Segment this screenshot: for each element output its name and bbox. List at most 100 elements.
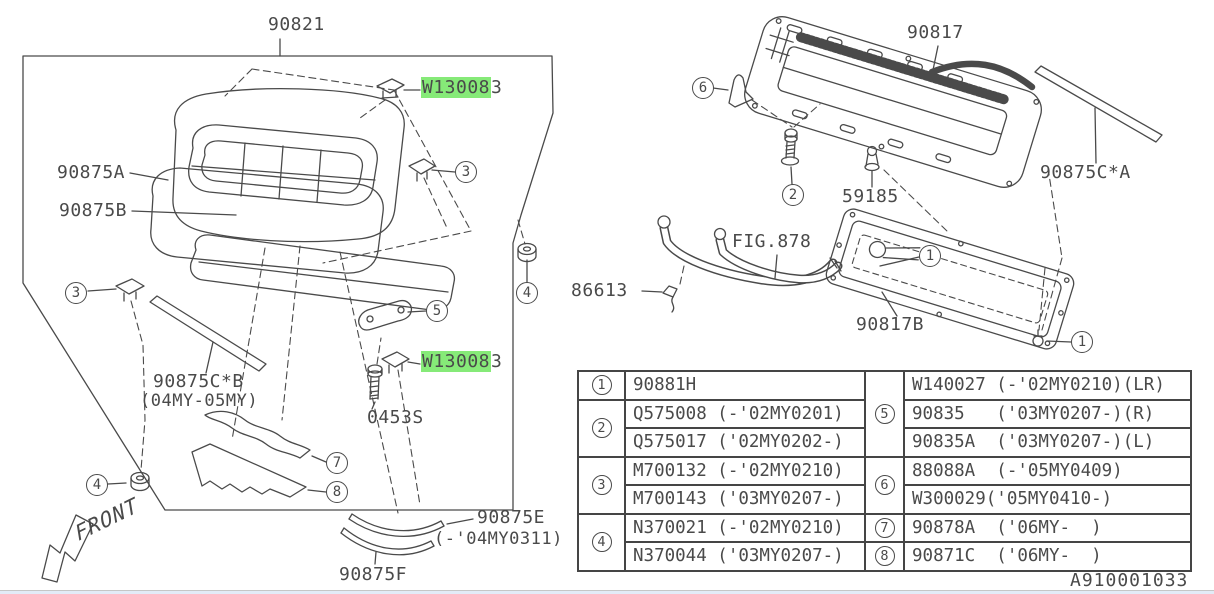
clip-callout3-right: [408, 158, 456, 182]
callout-3-right: 3: [455, 161, 477, 183]
leader-90875B: [131, 210, 237, 216]
strip-90875E: [348, 513, 474, 537]
num-circle-6: 6: [874, 475, 895, 495]
clip-59185: [864, 145, 880, 188]
label-90875E-range: (-'04MY0311): [434, 529, 563, 549]
num-circle-7: 7: [874, 517, 895, 538]
label-90821: 90821: [268, 14, 325, 35]
label-90875E: 90875E: [477, 507, 546, 528]
document-number: A910001033: [1070, 570, 1189, 591]
gasket-90875A: [150, 167, 384, 274]
label-90875CA: 90875C*A: [1040, 162, 1131, 183]
table-part-90878A: 90878A ('06MY- ): [905, 514, 1192, 543]
table-part-N370021: N370021 (-'02MY0210): [626, 514, 866, 543]
bolt-0453S: [367, 364, 383, 410]
label-fig878: FIG.878: [732, 231, 812, 252]
num-circle-3: 3: [591, 475, 612, 495]
nut-callout4-right: [517, 242, 537, 283]
label-90817: 90817: [907, 22, 964, 43]
clip-86613: [641, 285, 678, 313]
strip-90875CB: [149, 295, 267, 374]
label-0453S: 0453S: [367, 407, 424, 428]
hood-scoop-box: [22, 38, 554, 583]
strip-90875CA: [1034, 65, 1163, 164]
num-circle-5: 5: [874, 403, 895, 424]
leader-90817B: [881, 291, 898, 317]
num-circle-1: 1: [591, 375, 612, 396]
clip-callout3-left: [87, 278, 145, 302]
callout-2: 2: [782, 184, 804, 206]
parts-table: 1 2 3 4 90881H Q575008 (-'02MY0201) Q575…: [577, 370, 1192, 572]
seal-90875B: [189, 234, 456, 311]
table-num-4: 4: [579, 514, 626, 572]
label-w130083-top: W130083: [421, 77, 503, 98]
callout-3-left: 3: [65, 282, 87, 304]
table-part-M700132: M700132 (-'02MY0210): [626, 457, 866, 486]
gasket-strip-7: [204, 410, 327, 463]
table-part-N370044: N370044 ('03MY0207-): [626, 543, 866, 572]
label-90875F: 90875F: [339, 564, 408, 585]
strip-90875F: [340, 527, 435, 565]
label-59185: 59185: [842, 186, 899, 207]
table-part-90881H: 90881H: [626, 372, 866, 401]
num-circle-4: 4: [591, 532, 612, 552]
num-circle-8: 8: [874, 546, 895, 567]
table-num-6: 6: [866, 457, 905, 515]
leader-callout1a: [879, 256, 920, 267]
callout-4-left: 4: [86, 474, 108, 496]
table-part-M700143: M700143 ('03MY0207-): [626, 486, 866, 515]
table-part-90871C: 90871C ('06MY- ): [905, 543, 1192, 572]
callout-8: 8: [326, 481, 348, 503]
table-part-Q575008: Q575008 (-'02MY0201): [626, 400, 866, 429]
clip-w130083-top: [376, 78, 421, 100]
table-num-2: 2: [579, 400, 626, 458]
front-arrow-icon: [41, 514, 94, 583]
table-num-7: 7: [866, 514, 905, 543]
label-90875CB: 90875C*B: [153, 371, 244, 392]
duct-90821-upper: [744, 16, 1042, 188]
hatched-seal-strip: [795, 32, 1009, 105]
callout-1-screw: 1: [1071, 331, 1093, 353]
callout-4-right: 4: [516, 282, 538, 304]
label-86613: 86613: [571, 280, 628, 301]
label-w130083-suffix: 3: [491, 77, 503, 98]
highlight-w13008: W13008: [421, 351, 492, 372]
table-part-W140027: W140027 (-'02MY0210)(LR): [905, 372, 1192, 401]
panel-90817B: [825, 208, 1075, 350]
callout-1-panel: 1: [919, 245, 941, 267]
table-part-Q575017: Q575017 ('02MY0202-): [626, 429, 866, 458]
label-90875B: 90875B: [59, 200, 128, 221]
table-part-W300029: W300029('05MY0410-): [905, 486, 1192, 515]
air-duct-assembly: [641, 16, 1163, 350]
label-90817B: 90817B: [856, 314, 925, 335]
table-part-90835A: 90835A ('03MY0207-)(L): [905, 429, 1192, 458]
bracket-callout5: [358, 299, 427, 331]
leader-90875A: [129, 172, 169, 181]
gasket-strip-8: [191, 443, 327, 498]
highlight-w13008: W13008: [421, 77, 492, 98]
page-bottom-strip: [0, 590, 1214, 594]
table-num-1: 1: [579, 372, 626, 401]
callout-6: 6: [692, 77, 714, 99]
label-90875CB-range: (04MY-05MY): [140, 391, 259, 411]
label-w130083-suffix: 3: [491, 351, 503, 372]
seal-90817: [928, 45, 1036, 91]
bolt-callout2: [780, 128, 800, 185]
table-num-3: 3: [579, 457, 626, 515]
screw-callout1: [1032, 329, 1072, 347]
label-w130083-bottom: W130083: [421, 351, 503, 372]
clip-w130083-bottom: [381, 351, 421, 374]
table-part-88088A: 88088A (-'05MY0409): [905, 457, 1192, 486]
hood-dashed-outline: [130, 68, 526, 514]
hood-scoop-part: [172, 87, 405, 243]
table-num-8: 8: [866, 543, 905, 572]
table-part-90835: 90835 ('03MY0207-)(R): [905, 400, 1192, 429]
num-circle-2: 2: [591, 418, 612, 438]
table-num-5: 5: [866, 372, 905, 458]
callout-7: 7: [326, 452, 348, 474]
nut-callout4-left: [107, 471, 150, 492]
callout-5: 5: [426, 300, 448, 322]
label-90875A: 90875A: [57, 162, 126, 183]
